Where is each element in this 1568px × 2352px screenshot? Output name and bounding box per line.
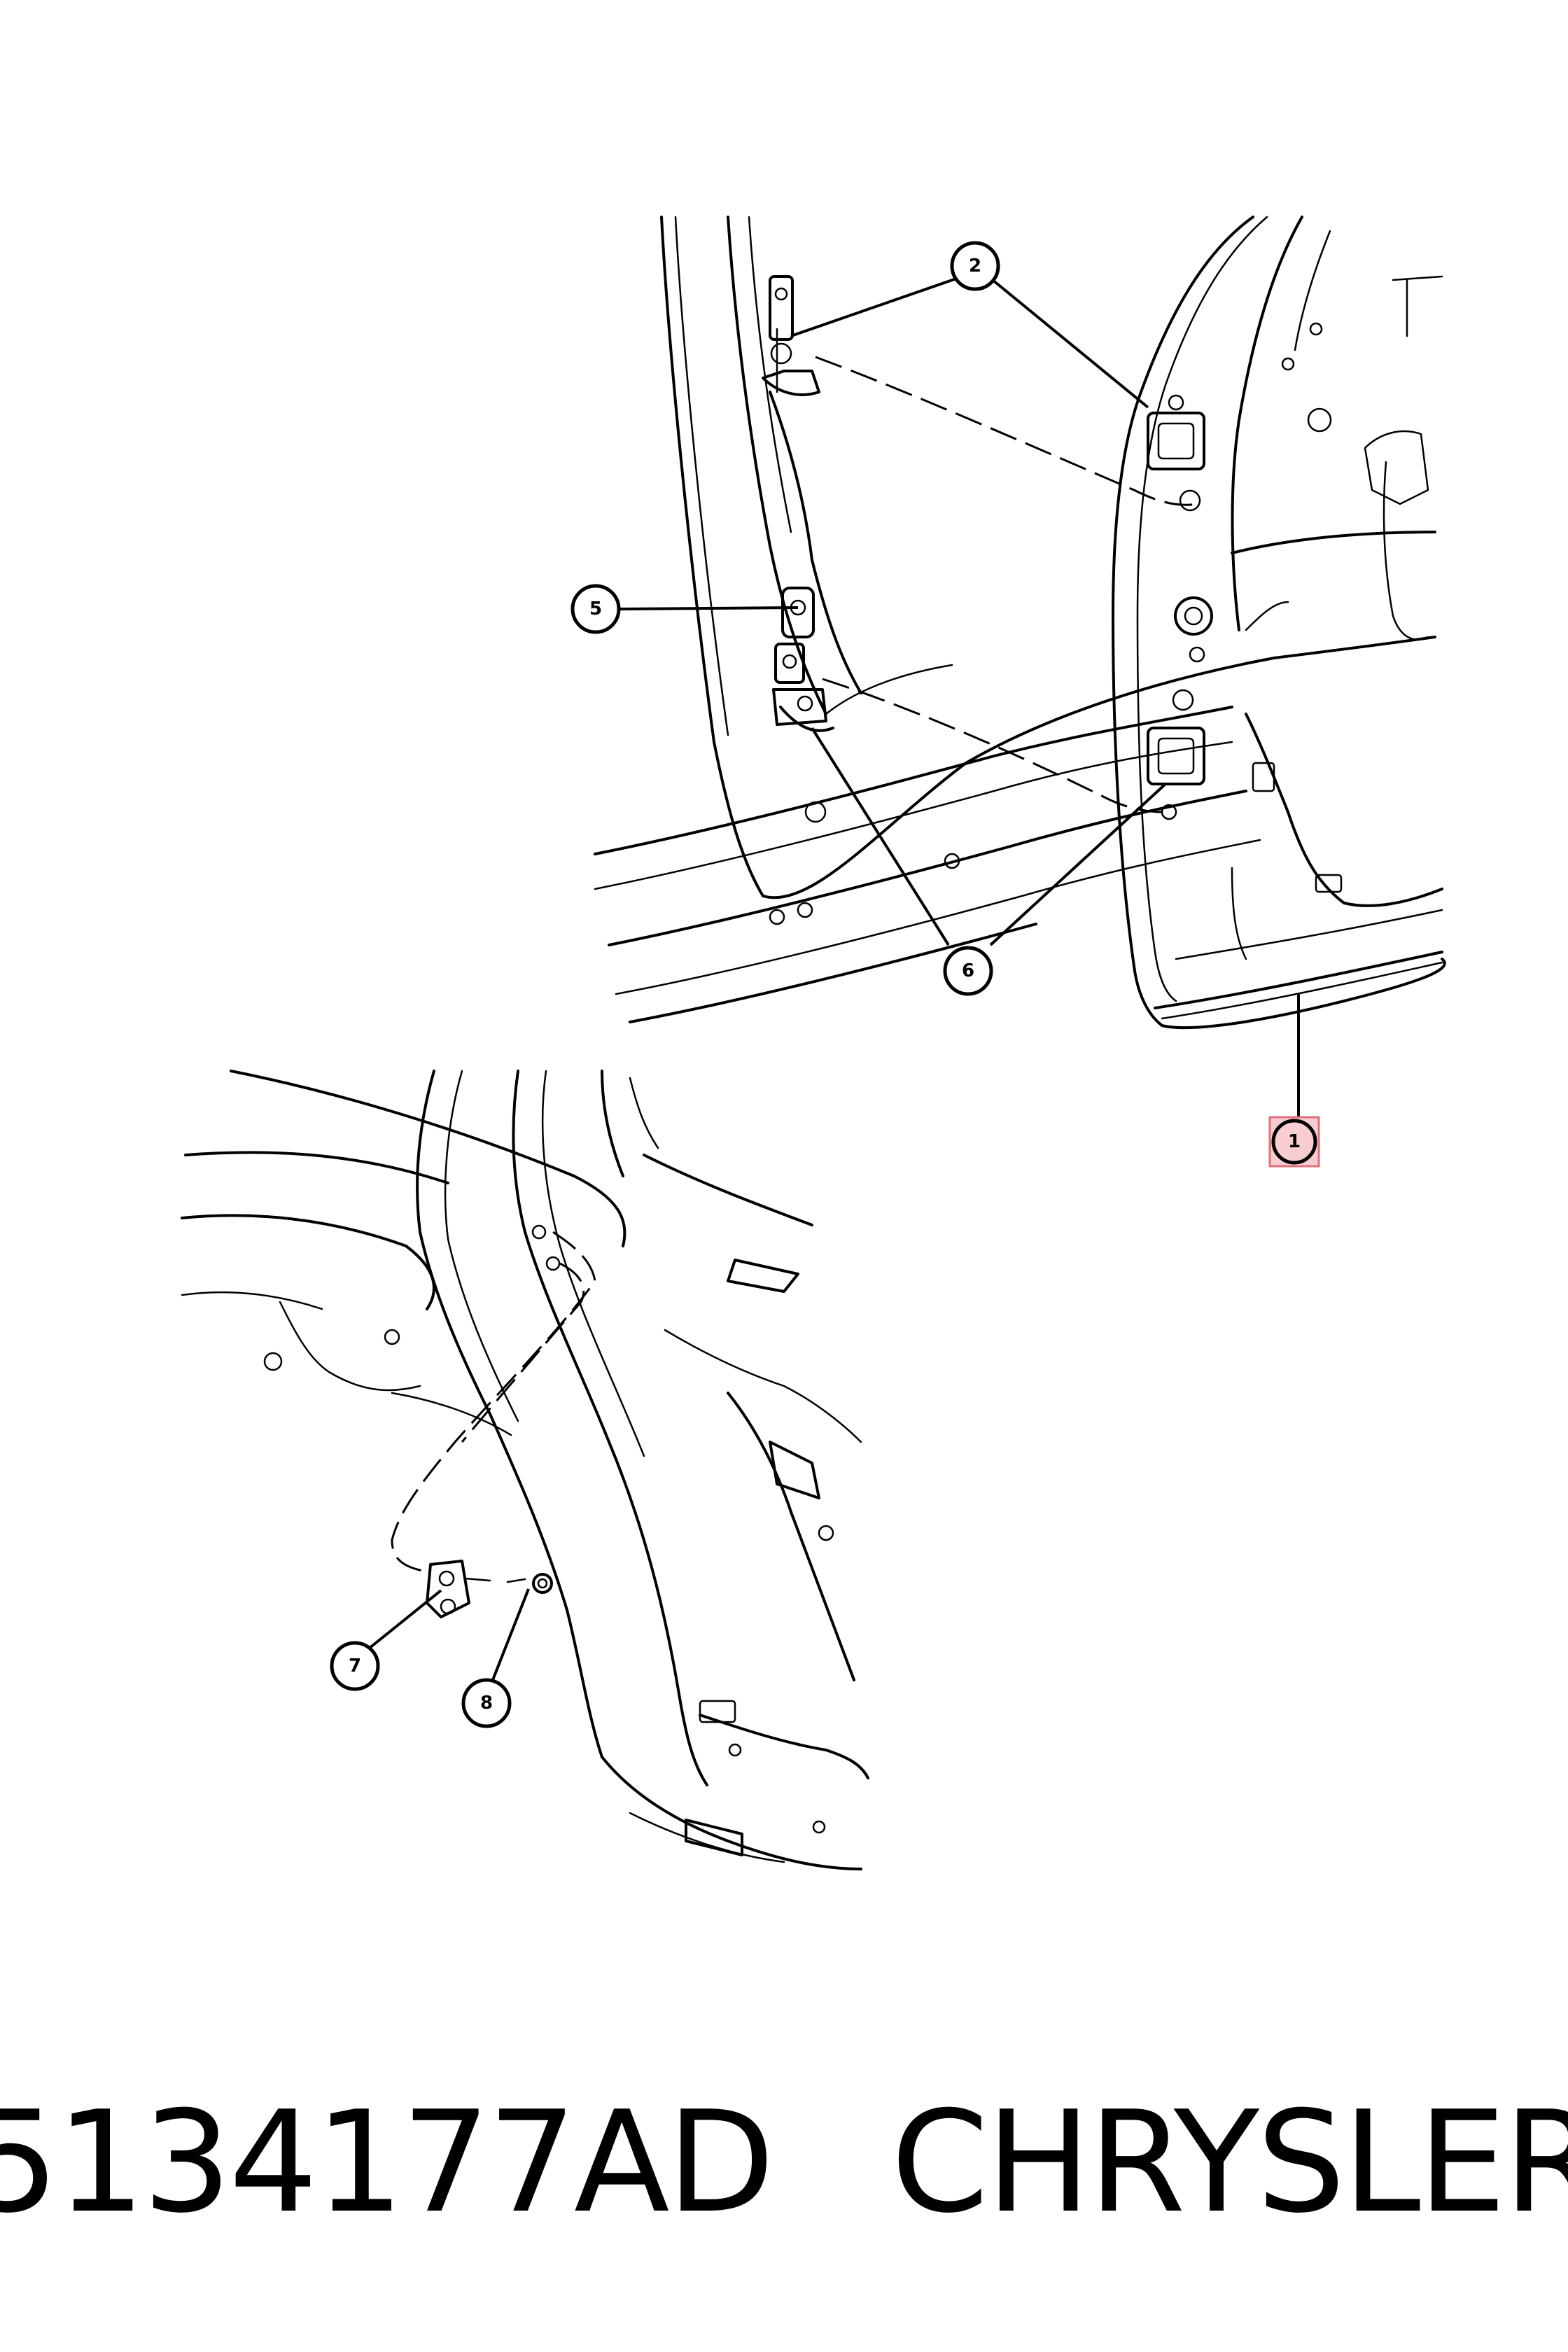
callout-5-label: 5	[589, 598, 602, 620]
callout-6-label: 6	[962, 960, 974, 981]
callout-leaders	[368, 276, 1300, 1688]
callout-7[interactable]: 7	[330, 1641, 380, 1691]
part-label: 5134177AD CHRYSLER	[0, 2072, 1568, 2254]
callout-2-label: 2	[969, 255, 981, 276]
lower-body-illustration	[181, 1070, 869, 1870]
callout-5[interactable]: 5	[570, 584, 621, 634]
callout-8-label: 8	[480, 1693, 493, 1714]
part-number: 5134177AD	[0, 2081, 775, 2244]
callout-1-label: 1	[1288, 1131, 1301, 1152]
callout-2[interactable]: 2	[950, 241, 1000, 291]
callout-6[interactable]: 6	[943, 946, 993, 996]
callout-8[interactable]: 8	[461, 1678, 512, 1728]
upper-body-illustration	[594, 216, 1446, 1030]
brand-name: CHRYSLER	[890, 2081, 1568, 2244]
callout-7-label: 7	[349, 1656, 361, 1676]
callout-1[interactable]: 1	[1268, 1116, 1320, 1168]
